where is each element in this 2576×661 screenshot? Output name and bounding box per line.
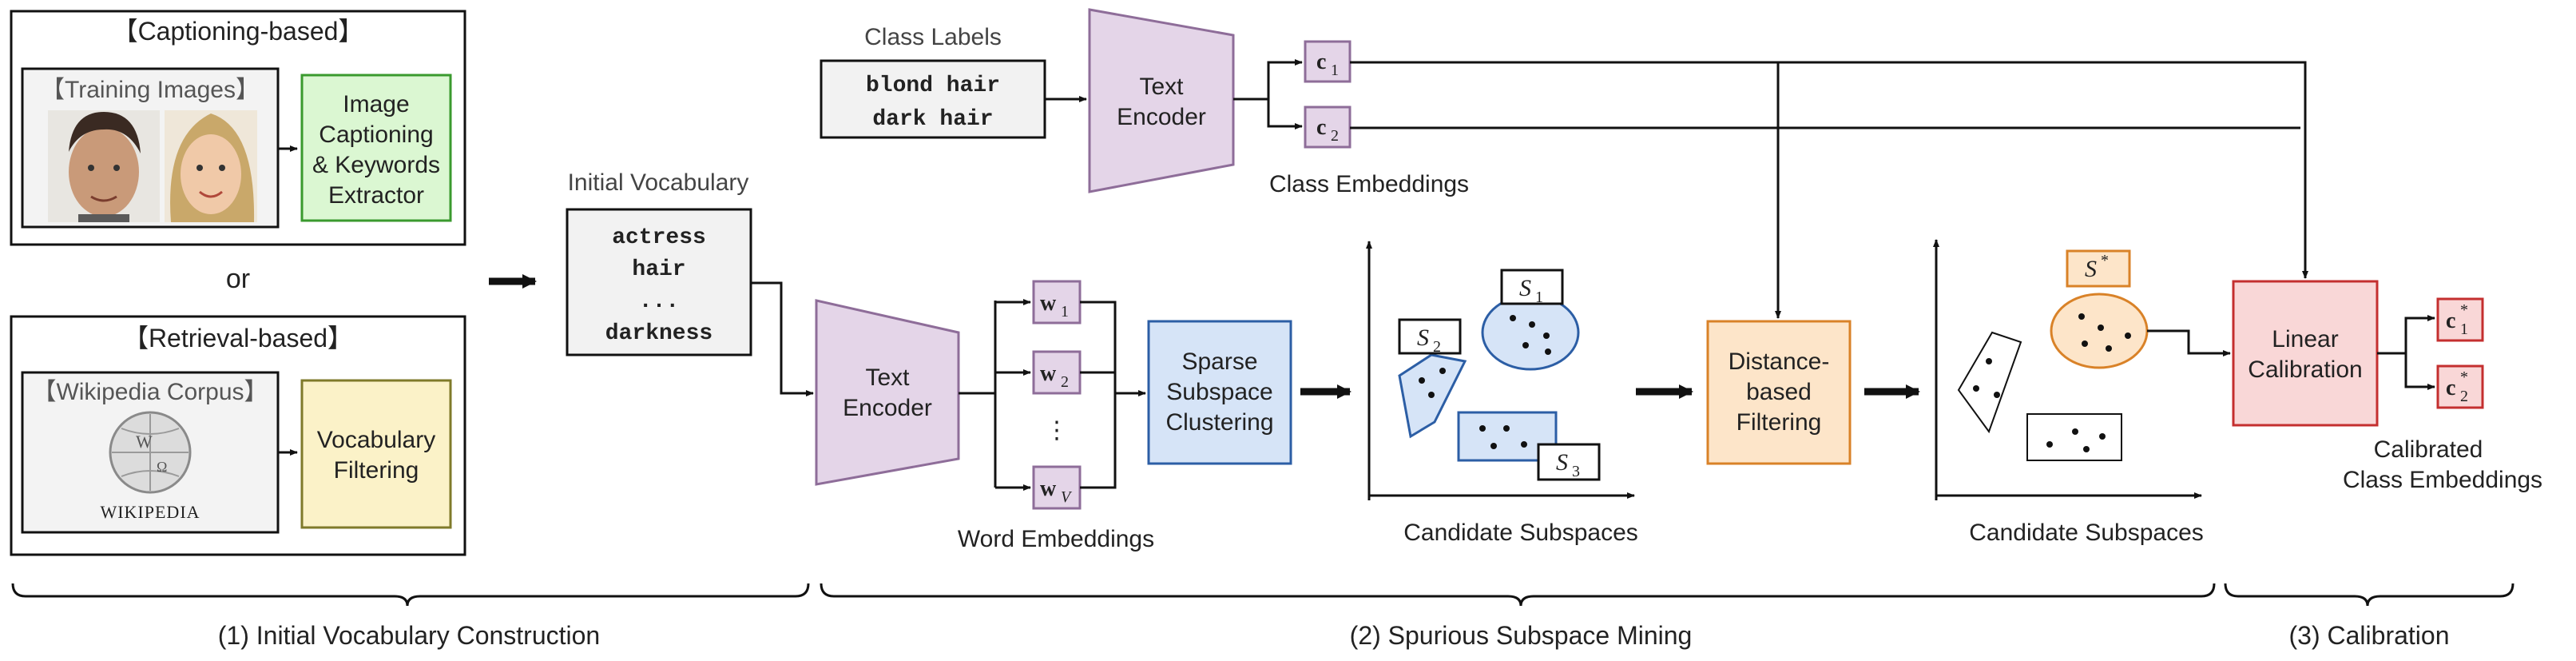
vocab-word-3: ...: [639, 289, 679, 314]
svg-text:W: W: [136, 432, 153, 452]
svg-text:S: S: [1519, 275, 1531, 301]
wikipedia-corpus-label: 【Wikipedia Corpus】: [32, 379, 268, 405]
svg-text:Clustering: Clustering: [1165, 409, 1273, 436]
svg-text:Ω: Ω: [157, 459, 167, 475]
distance-based-filtering-box: Distance- based Filtering: [1706, 320, 1852, 465]
extractor-line-4: Extractor: [328, 182, 424, 209]
face-image-female: [165, 110, 257, 222]
svg-text:2: 2: [1061, 373, 1069, 391]
subspace-s1-cluster: [1481, 294, 1580, 371]
svg-text:3: 3: [1572, 463, 1580, 480]
svg-text:Linear: Linear: [2272, 326, 2338, 352]
word-embedding-ellipsis: ⋮: [1045, 417, 1069, 444]
class-embedding-c2: c 2: [1304, 106, 1352, 149]
extractor-line-3: & Keywords: [312, 152, 440, 178]
svg-text:Sparse: Sparse: [1181, 348, 1257, 375]
training-images-label: 【Training Images】: [41, 77, 260, 103]
candidate-subspaces-label-1: Candidate Subspaces: [1403, 520, 1638, 546]
svg-text:c: c: [1316, 50, 1326, 74]
svg-text:Subspace: Subspace: [1166, 379, 1272, 405]
calibrated-label-line-1: Calibrated: [2374, 436, 2483, 463]
svg-text:S: S: [1417, 325, 1429, 351]
stage-label-2: (2) Spurious Subspace Mining: [1350, 621, 1693, 650]
captioning-title: 【Captioning-based】: [113, 17, 364, 46]
text-encoder-bottom: Text Encoder: [815, 299, 960, 486]
svg-text:1: 1: [2460, 321, 2468, 338]
wikipedia-wordmark: WIKIPEDIA: [100, 502, 200, 522]
text-encoder-top-line-1: Text: [1139, 74, 1184, 100]
initial-vocab-label: Initial Vocabulary: [568, 169, 749, 196]
captioning-panel: 【Captioning-based】 【Training Images】 Ima…: [10, 10, 466, 246]
sparse-subspace-clustering-box: Sparse Subspace Clustering: [1147, 320, 1292, 465]
svg-text:S: S: [1556, 449, 1568, 476]
svg-text:S: S: [2085, 256, 2097, 282]
svg-text:2: 2: [1433, 338, 1441, 356]
face-image-male: [48, 110, 160, 222]
stage-label-3: (3) Calibration: [2289, 621, 2450, 650]
text-encoder-bottom-line-1: Text: [865, 364, 910, 391]
class-label-1: blond hair: [866, 74, 1000, 98]
initial-vocabulary: Initial Vocabulary actress hair ... dark…: [566, 169, 752, 356]
text-encoder-top: Text Encoder: [1088, 8, 1235, 193]
svg-text:1: 1: [1061, 303, 1069, 321]
retrieval-panel: 【Retrieval-based】 【Wikipedia Corpus】 W Ω…: [10, 315, 466, 556]
vocab-filtering-line-1: Vocabulary: [317, 427, 435, 453]
svg-text:based: based: [1746, 379, 1812, 405]
svg-text:w: w: [1040, 361, 1057, 386]
stage-brace-3: [2224, 583, 2514, 607]
svg-text:Distance-: Distance-: [1729, 348, 1830, 375]
class-labels: Class Labels blond hair dark hair: [820, 24, 1046, 139]
vocab-word-4: darkness: [605, 321, 712, 346]
class-label-2: dark hair: [872, 107, 993, 132]
svg-text:*: *: [2460, 301, 2468, 319]
extractor-line-2: Captioning: [319, 121, 433, 148]
retrieval-title: 【Retrieval-based】: [123, 324, 353, 352]
svg-text:Filtering: Filtering: [1737, 409, 1822, 436]
svg-text:2: 2: [2460, 388, 2468, 405]
candidate-subspaces-label-2: Candidate Subspaces: [1969, 520, 2204, 546]
subspace-s-star-cluster: [2050, 293, 2149, 369]
svg-text:c: c: [1316, 115, 1326, 140]
vocabulary-filtering-box: [300, 379, 452, 529]
candidate-subspaces-plot-1: S 1 S 2 S 3: [1366, 241, 1635, 500]
word-embedding-w2: w 2: [1032, 350, 1082, 395]
linear-calibration-box: Linear Calibration: [2232, 280, 2379, 427]
calibrated-embedding-c1: c 1 *: [2436, 297, 2484, 342]
stage-brace-2: [820, 583, 2216, 607]
svg-text:w: w: [1040, 476, 1057, 501]
word-embedding-wv: w V: [1032, 465, 1082, 510]
svg-text:V: V: [1061, 488, 1073, 506]
calibrated-embedding-c2: c 2 *: [2436, 364, 2484, 409]
stage-brace-1: [11, 583, 810, 607]
vocab-word-1: actress: [612, 225, 706, 250]
class-embedding-c1: c 1: [1304, 40, 1352, 83]
text-encoder-top-line-2: Encoder: [1117, 104, 1206, 130]
word-embedding-w1: w 1: [1032, 280, 1082, 325]
stage-label-1: (1) Initial Vocabulary Construction: [218, 621, 600, 650]
text-encoder-bottom-line-2: Encoder: [843, 395, 932, 421]
svg-text:Calibration: Calibration: [2248, 356, 2362, 383]
candidate-subspaces-plot-2: S *: [1933, 239, 2202, 500]
calibrated-label-line-2: Class Embeddings: [2343, 467, 2542, 493]
svg-text:*: *: [2101, 252, 2109, 269]
svg-text:2: 2: [1331, 127, 1339, 145]
svg-text:c: c: [2446, 309, 2455, 333]
svg-text:1: 1: [1535, 289, 1543, 306]
svg-text:w: w: [1040, 291, 1057, 316]
svg-text:*: *: [2460, 368, 2468, 386]
class-labels-label: Class Labels: [864, 24, 1002, 50]
vocab-word-2: hair: [632, 257, 685, 282]
svg-text:c: c: [2446, 376, 2455, 400]
word-embeddings-label: Word Embeddings: [958, 526, 1154, 552]
class-embeddings-label: Class Embeddings: [1269, 171, 1469, 197]
svg-text:1: 1: [1331, 62, 1339, 79]
or-label: or: [226, 264, 250, 294]
vocab-filtering-line-2: Filtering: [334, 457, 419, 484]
wikipedia-globe-icon: W Ω: [109, 411, 192, 494]
extractor-line-1: Image: [343, 91, 409, 117]
image-captioning-extractor-box: [300, 74, 452, 222]
